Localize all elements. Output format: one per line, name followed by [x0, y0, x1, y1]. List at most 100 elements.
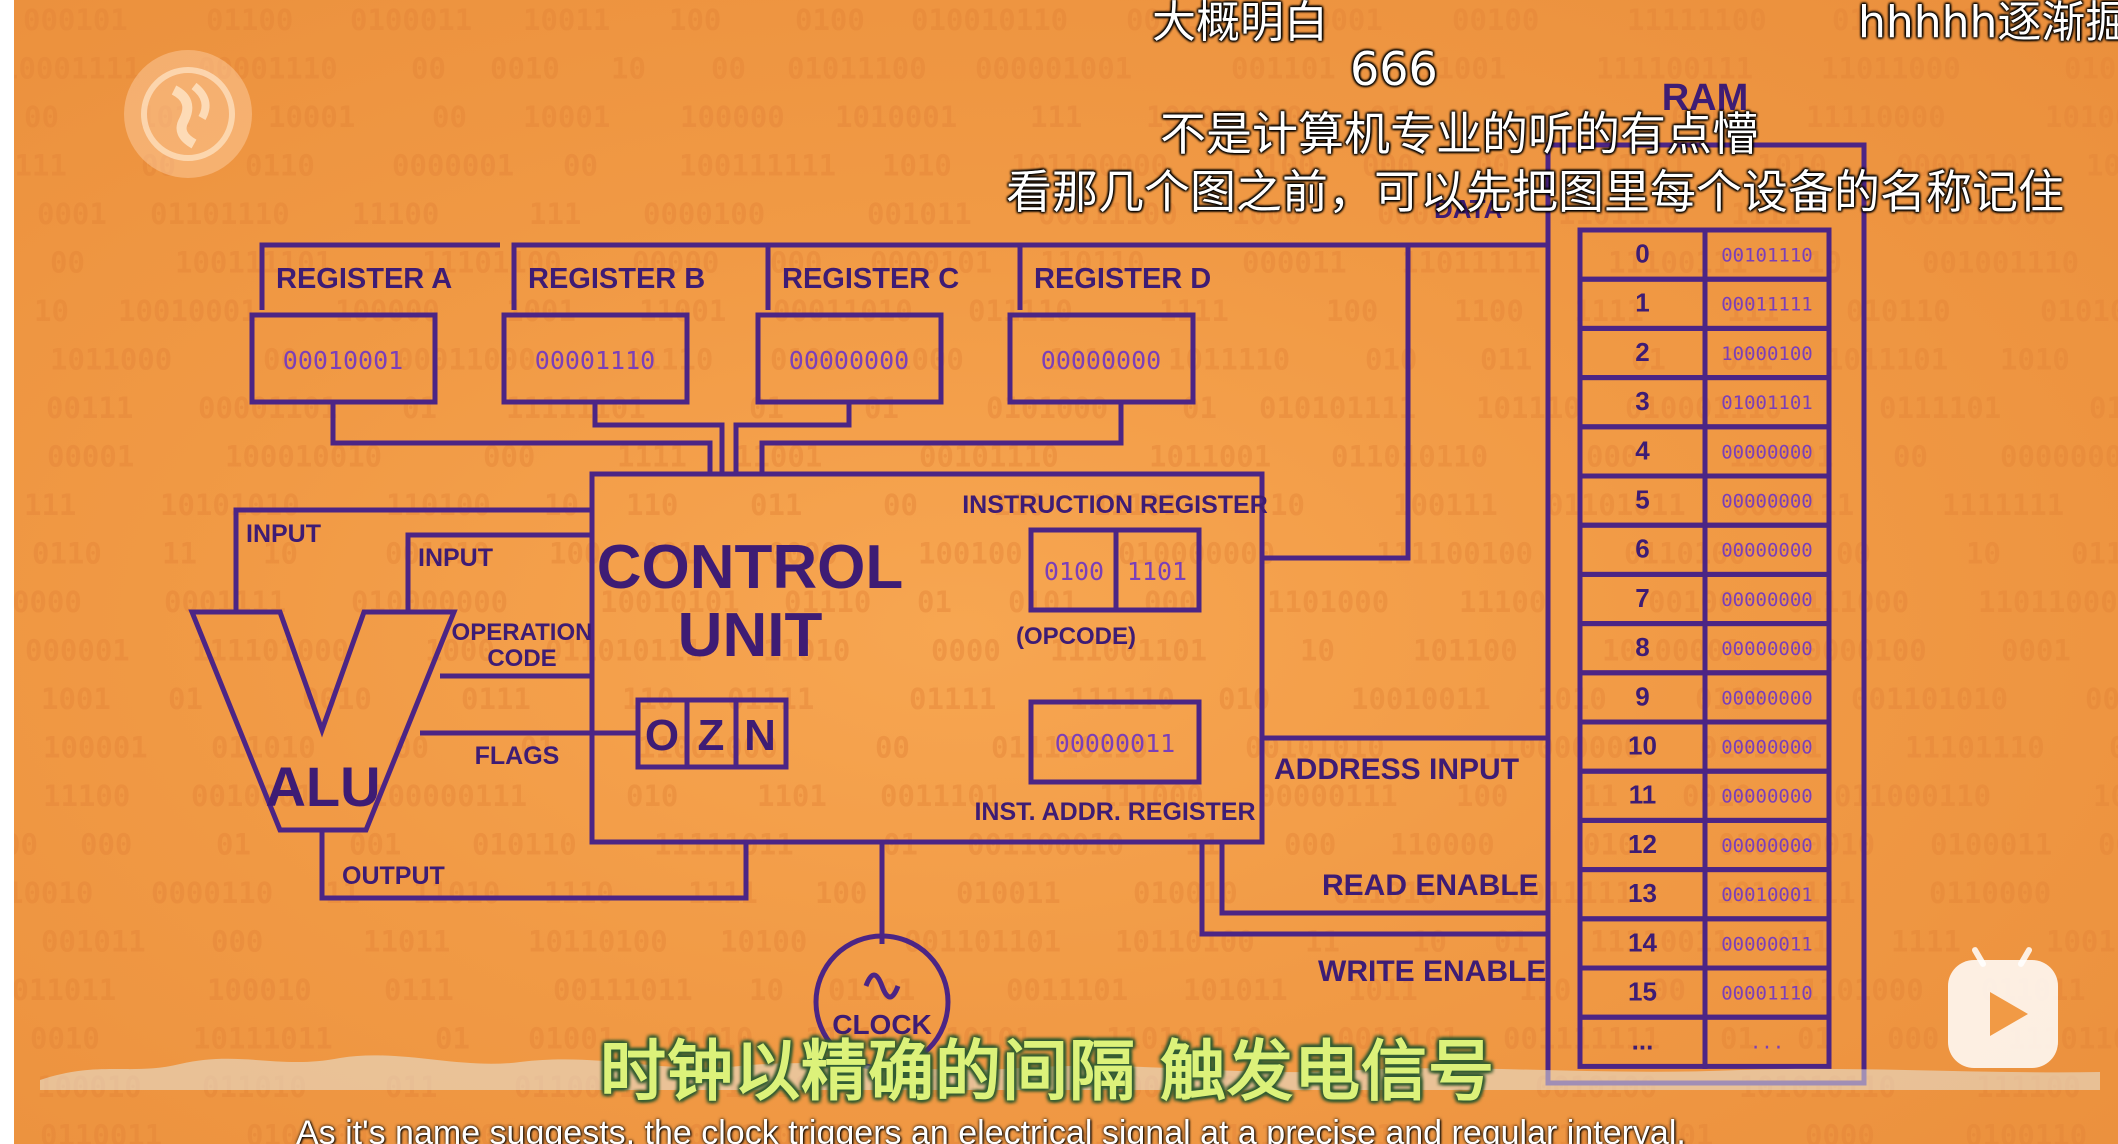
svg-text:1011: 1011 [1523, 100, 1593, 134]
danmaku-comment: 大概明白 [1152, 0, 1328, 48]
register-b-value: 00001110 [535, 346, 655, 375]
svg-text:011: 011 [1777, 925, 1829, 959]
ram-value: 00011111 [1721, 294, 1813, 316]
svg-text:01: 01 [1494, 925, 1529, 959]
svg-text:011: 011 [1480, 343, 1532, 377]
svg-text:01001: 01001 [528, 1022, 615, 1056]
svg-text:01101110: 01101110 [150, 197, 290, 231]
svg-text:10100: 10100 [720, 925, 807, 959]
svg-text:11100: 11100 [1228, 149, 1315, 183]
svg-text:00000: 00000 [632, 246, 719, 280]
svg-text:111: 111 [24, 488, 76, 522]
svg-text:00011000: 00011000 [396, 343, 536, 377]
ram-value: 00000000 [1721, 441, 1813, 463]
svg-text:00: 00 [883, 488, 918, 522]
ram-value: 10000100 [1721, 343, 1813, 365]
svg-text:01101000: 01101000 [1784, 973, 1924, 1007]
svg-text:01111: 01111 [909, 682, 996, 716]
alu-input-a-label: INPUT [246, 520, 321, 548]
svg-text:001001110: 001001110 [1922, 246, 2079, 280]
svg-text:00001110: 00001110 [198, 52, 338, 86]
svg-text:0011101: 0011101 [1006, 973, 1128, 1007]
svg-text:11: 11 [162, 537, 197, 571]
svg-text:1101110: 1101110 [1558, 197, 1680, 231]
instruction-register-label: INSTRUCTION REGISTER [962, 491, 1268, 519]
svg-text:0111000: 0111000 [1787, 585, 1909, 619]
svg-text:11101: 11101 [1600, 149, 1687, 183]
svg-text:10010011: 10010011 [1351, 682, 1491, 716]
svg-text:001011: 001011 [41, 925, 146, 959]
svg-text:1111: 1111 [1731, 197, 1801, 231]
svg-text:00: 00 [711, 52, 746, 86]
svg-text:0000: 0000 [768, 537, 838, 571]
svg-text:111001101: 111001101 [1050, 634, 1207, 668]
ram-value: 00000000 [1721, 687, 1813, 709]
svg-text:00011010: 00011010 [773, 294, 913, 328]
svg-text:110: 110 [993, 488, 1045, 522]
svg-text:11: 11 [1305, 925, 1340, 959]
svg-text:101100: 101100 [1413, 634, 1518, 668]
svg-text:1010: 1010 [882, 149, 952, 183]
svg-text:101100000: 101100000 [1011, 149, 1168, 183]
svg-text:0011011: 0011011 [14, 973, 116, 1007]
svg-text:01: 01 [1182, 391, 1217, 425]
ram-value: 00000000 [1721, 786, 1813, 808]
danmaku-comment: 不是计算机专业的听的有点懵 [1160, 107, 1758, 161]
svg-text:0111: 0111 [1369, 100, 1439, 134]
svg-text:011010: 011010 [211, 731, 316, 765]
svg-text:0000111: 0000111 [1732, 488, 1854, 522]
svg-text:000101: 000101 [23, 3, 128, 37]
svg-text:10010: 10010 [14, 876, 93, 910]
svg-text:01010: 01010 [666, 1022, 753, 1056]
svg-text:01: 01 [520, 731, 555, 765]
register-a: REGISTER A 00010001 [249, 242, 500, 405]
flag-negative: N [744, 711, 776, 760]
svg-text:111111: 111111 [1488, 1119, 1593, 1144]
svg-text:100: 100 [815, 876, 867, 910]
ram-address: 5 [1635, 484, 1649, 514]
alu-output-label: OUTPUT [342, 862, 445, 890]
address-input-label: ADDRESS INPUT [1274, 753, 1519, 786]
svg-text:1010: 1010 [2000, 343, 2070, 377]
pbs-logo-icon [124, 50, 252, 178]
svg-text:00: 00 [432, 100, 467, 134]
svg-text:10110111: 10110111 [1716, 876, 1856, 910]
svg-text:100010: 100010 [207, 973, 312, 1007]
svg-text:01100: 01100 [206, 3, 293, 37]
danmaku-comment: hhhhh逐渐掘 [1858, 0, 2118, 48]
svg-text:01101011: 01101011 [1546, 488, 1686, 522]
bilibili-play-icon[interactable] [1948, 945, 2058, 1068]
svg-text:100: 100 [1456, 779, 1508, 813]
svg-text:000001001: 000001001 [975, 52, 1132, 86]
ram-address: 2 [1635, 337, 1649, 367]
svg-text:0010: 0010 [1682, 779, 1752, 813]
ram-address: 3 [1635, 386, 1649, 416]
inst-addr-label: INST. ADDR. REGISTER [974, 798, 1255, 826]
svg-text:111100111: 111100111 [1596, 52, 1753, 86]
svg-text:10100: 10100 [1341, 1119, 1428, 1144]
svg-text:0111: 0111 [461, 682, 531, 716]
svg-text:10: 10 [263, 537, 298, 571]
svg-text:1101000: 1101000 [1267, 585, 1389, 619]
svg-text:001000: 001000 [2085, 682, 2118, 716]
ram-value-cell [1702, 1014, 1832, 1069]
svg-text:000001: 000001 [25, 634, 130, 668]
svg-text:001101101: 001101101 [904, 925, 1061, 959]
svg-text:11111100: 11111100 [1627, 3, 1767, 37]
svg-text:0000001: 0000001 [392, 149, 514, 183]
svg-text:011: 011 [2089, 391, 2118, 425]
svg-text:1011001: 1011001 [1149, 440, 1271, 474]
svg-text:00100: 00100 [1452, 3, 1539, 37]
ram-title: RAM [1662, 77, 1749, 119]
svg-text:11001: 11001 [639, 294, 726, 328]
svg-text:0000: 0000 [1805, 1119, 1875, 1144]
svg-text:11111101: 11111101 [506, 391, 646, 425]
register-a-value: 00010001 [283, 346, 403, 375]
ram-address: 4 [1635, 435, 1650, 465]
